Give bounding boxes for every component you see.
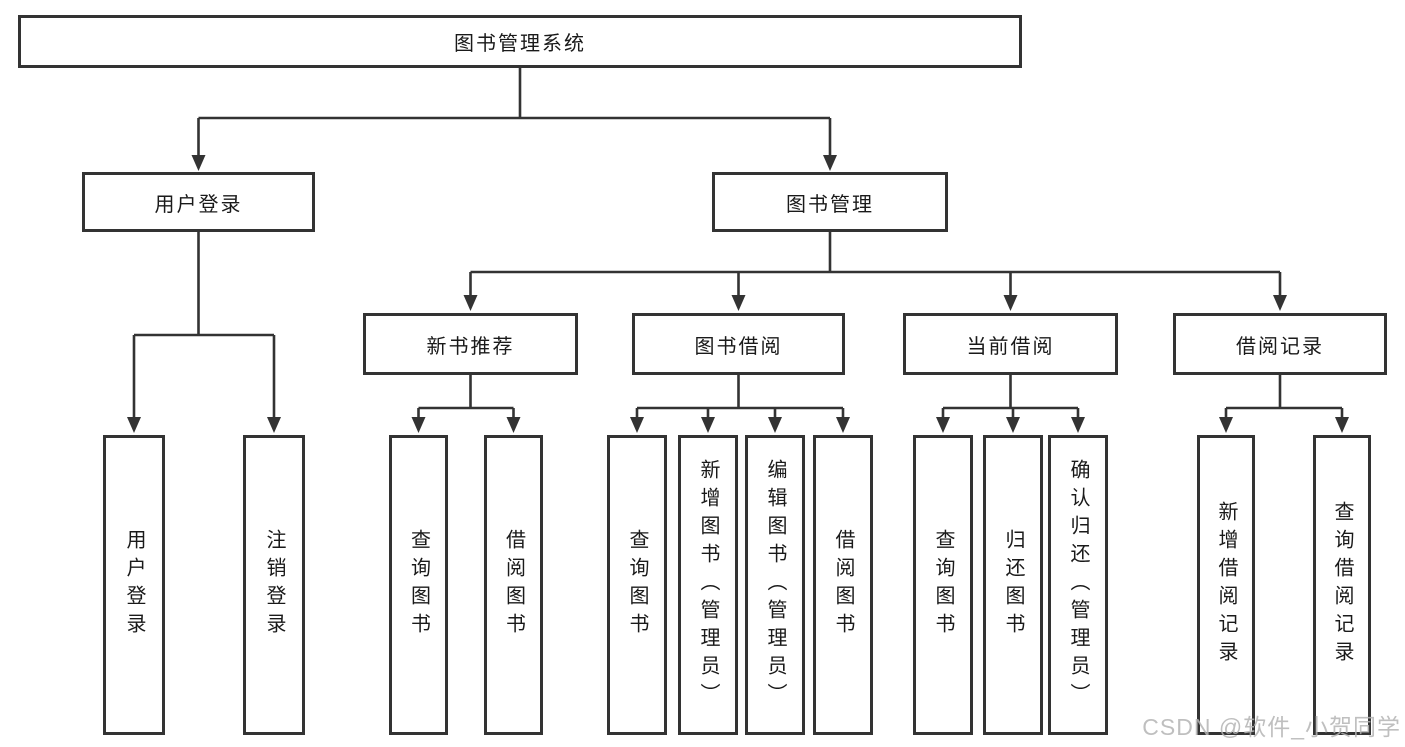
leaf-label: 确认归还（管理员） <box>1067 459 1089 711</box>
leaf-add-book-admin: 新增图书（管理员） <box>678 435 738 735</box>
leaf-label: 归还图书 <box>1002 529 1024 641</box>
node-new-book-recommend: 新书推荐 <box>363 313 578 375</box>
leaf-query-books-recommend: 查询图书 <box>389 435 448 735</box>
leaf-label: 查询图书 <box>626 529 648 641</box>
leaf-query-books-current: 查询图书 <box>913 435 973 735</box>
leaf-label: 注销登录 <box>263 529 285 641</box>
leaf-return-book: 归还图书 <box>983 435 1043 735</box>
leaf-label: 借阅图书 <box>832 529 854 641</box>
leaf-label: 编辑图书（管理员） <box>764 459 786 711</box>
leaf-user-login: 用户登录 <box>103 435 165 735</box>
leaf-label: 查询借阅记录 <box>1331 501 1353 669</box>
csdn-watermark: CSDN @软件_小贺同学 <box>1142 714 1401 740</box>
node-root: 图书管理系统 <box>18 15 1022 68</box>
leaf-label: 用户登录 <box>123 529 145 641</box>
leaf-logout: 注销登录 <box>243 435 305 735</box>
leaf-borrow-books-borrowing: 借阅图书 <box>813 435 873 735</box>
node-user-login: 用户登录 <box>82 172 315 232</box>
node-book-management: 图书管理 <box>712 172 948 232</box>
leaf-label: 新增图书（管理员） <box>697 459 719 711</box>
leaf-query-books-borrowing: 查询图书 <box>607 435 667 735</box>
leaf-borrow-books-recommend: 借阅图书 <box>484 435 543 735</box>
node-book-borrowing: 图书借阅 <box>632 313 845 375</box>
leaf-label: 借阅图书 <box>502 529 525 641</box>
leaf-label: 新增借阅记录 <box>1215 501 1237 669</box>
node-current-borrowing: 当前借阅 <box>903 313 1118 375</box>
leaf-edit-book-admin: 编辑图书（管理员） <box>745 435 805 735</box>
node-borrow-records: 借阅记录 <box>1173 313 1387 375</box>
leaf-add-borrow-record: 新增借阅记录 <box>1197 435 1255 735</box>
leaf-label: 查询图书 <box>407 529 430 641</box>
leaf-confirm-return-admin: 确认归还（管理员） <box>1048 435 1108 735</box>
leaf-query-borrow-record: 查询借阅记录 <box>1313 435 1371 735</box>
leaf-label: 查询图书 <box>932 529 954 641</box>
